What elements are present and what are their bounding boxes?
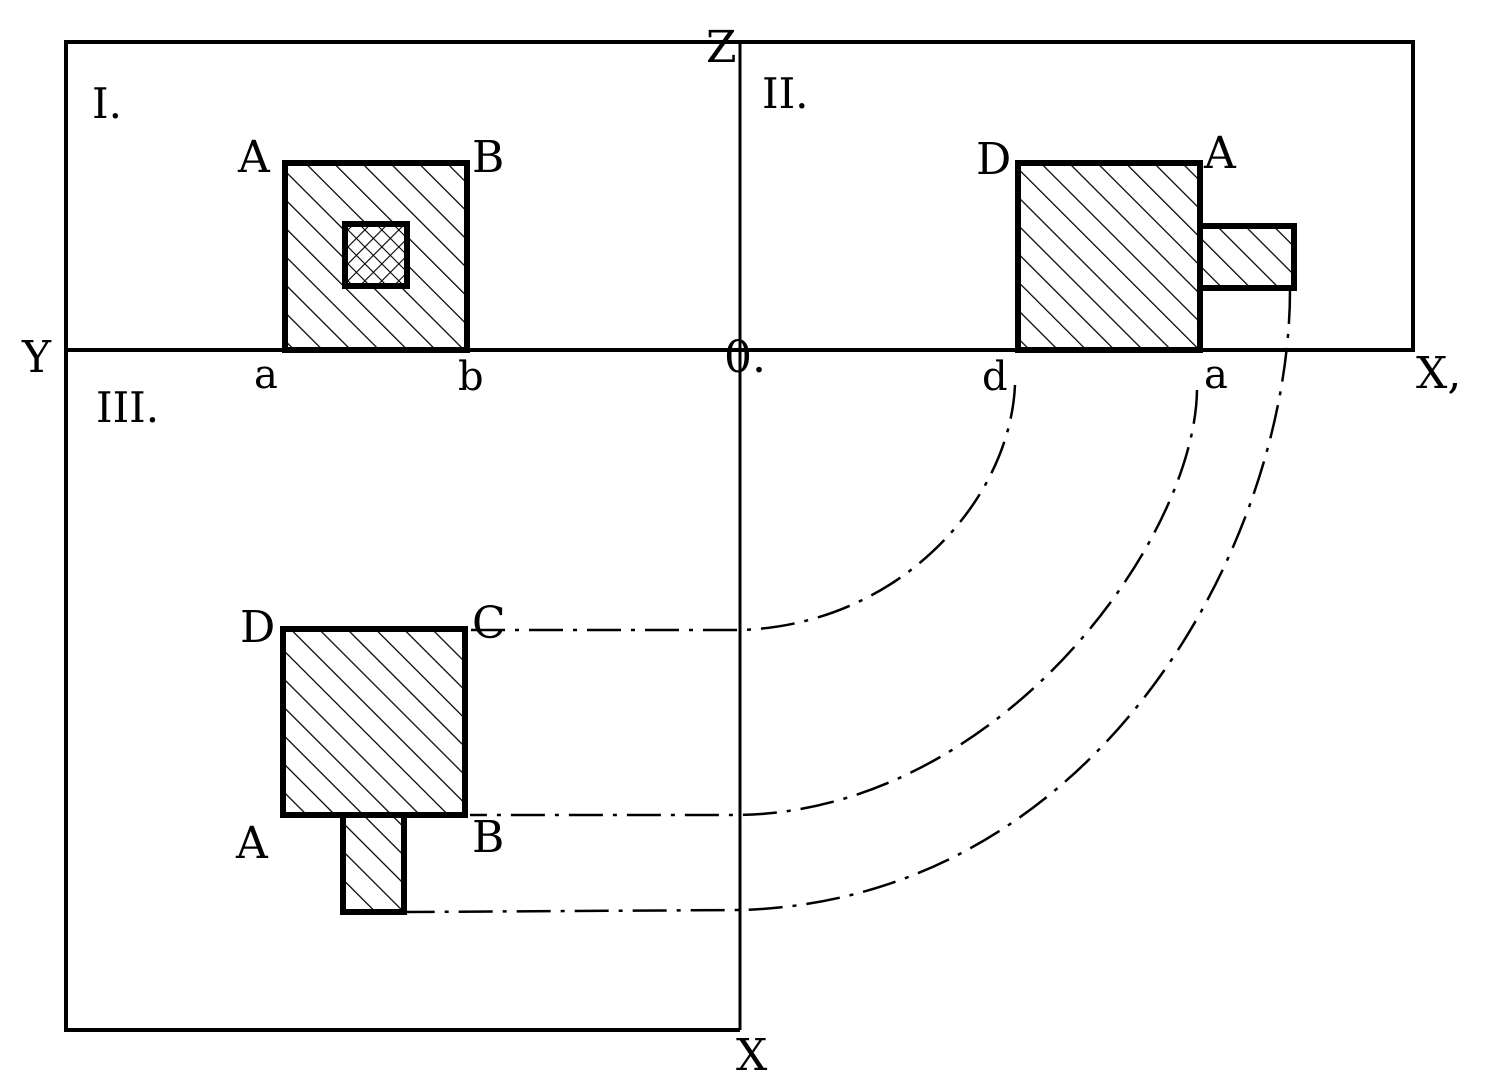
top-label-A: A: [235, 818, 269, 869]
front-label-A: A: [237, 132, 271, 183]
front-label-b: b: [458, 354, 484, 400]
projection-arc-a: [470, 389, 1199, 817]
axis-label-y: Y: [21, 332, 52, 383]
origin-label: 0.: [724, 332, 766, 383]
top-label-C: C: [472, 598, 506, 649]
front-view: [282, 160, 470, 353]
side-label-A: A: [1203, 128, 1237, 179]
top-view-body: [280, 626, 468, 818]
side-view: [1015, 160, 1297, 353]
top-view: [280, 626, 468, 915]
front-label-a: a: [254, 352, 278, 398]
side-view-body: [1015, 160, 1203, 353]
region-label-1: I.: [92, 79, 122, 128]
projection-arc-d: [470, 384, 1017, 632]
front-view-boss: [342, 221, 410, 289]
region-label-2: II.: [762, 69, 809, 118]
side-label-a: a: [1204, 352, 1228, 398]
side-label-D: D: [976, 134, 1011, 185]
region-label-3: III.: [96, 383, 159, 432]
side-label-d: d: [982, 354, 1008, 400]
axis-label-x1: X,: [1416, 348, 1461, 399]
lower-frame: [64, 350, 740, 1032]
top-view-boss: [340, 812, 407, 915]
projection-arc-boss: [406, 289, 1292, 914]
front-label-B: B: [472, 132, 504, 183]
axis-label-x: X: [736, 1030, 768, 1079]
axis-label-z: Z: [706, 22, 737, 73]
top-label-D: D: [240, 602, 275, 653]
top-label-B: B: [472, 812, 504, 863]
side-view-boss: [1197, 223, 1297, 291]
